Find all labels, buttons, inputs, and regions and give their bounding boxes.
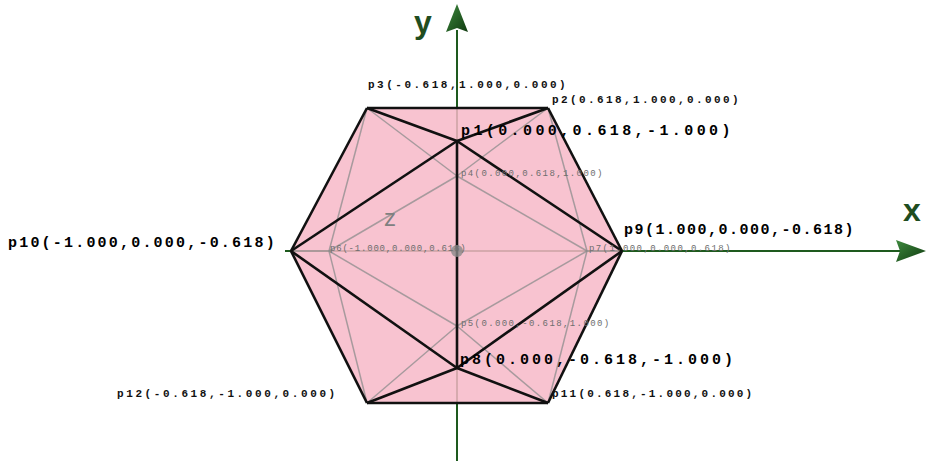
hidden-vertex-label: p5(0.000,-0.618,1.000) (461, 320, 611, 329)
vertex-label: p1(0.000,0.618,-1.000) (461, 124, 734, 139)
visible-edge (291, 251, 367, 403)
visible-edge (367, 108, 457, 141)
hidden-edge (457, 108, 548, 176)
hidden-edge (329, 251, 367, 403)
y-arrowhead (446, 4, 468, 32)
visible-edge (367, 368, 457, 403)
axes (285, 4, 926, 461)
vertex-label: p8(0.000,-0.618,-1.000) (460, 353, 736, 368)
hidden-vertex-label: p6(-1.000,0.000,0.618) (330, 245, 466, 254)
vertex-label: p2(0.618,1.000,0.000) (552, 95, 741, 106)
axis-label: x (903, 194, 921, 226)
visible-edge (367, 107, 548, 110)
x-arrowhead (896, 240, 926, 262)
hidden-edge (329, 108, 367, 251)
vertex-label: p9(1.000,0.000,-0.618) (624, 223, 855, 238)
hidden-vertex-label: p4(0.000,0.618,1.000) (461, 170, 604, 179)
visible-edge (291, 108, 367, 251)
hidden-vertex-label: p7(1.000,0.000,0.618) (589, 245, 732, 254)
axis-label: z (384, 206, 396, 230)
vertex-label: p12(-0.618,-1.000,0.000) (117, 389, 338, 400)
vertex-label: p11(0.618,-1.000,0.000) (552, 389, 754, 400)
hidden-edge (329, 251, 457, 326)
axis-label: y (414, 6, 432, 38)
hidden-edge (367, 108, 457, 176)
vertex-label: p3(-0.618,1.000,0.000) (368, 80, 568, 91)
visible-edge (291, 141, 457, 251)
vertex-label: p10(-1.000,0.000,-0.618) (8, 236, 277, 251)
visible-edge (457, 141, 622, 251)
hidden-edge (291, 250, 329, 252)
visible-edge (367, 402, 548, 405)
visible-edge (457, 251, 622, 368)
visible-edge (457, 368, 548, 403)
visible-edge (291, 251, 457, 368)
